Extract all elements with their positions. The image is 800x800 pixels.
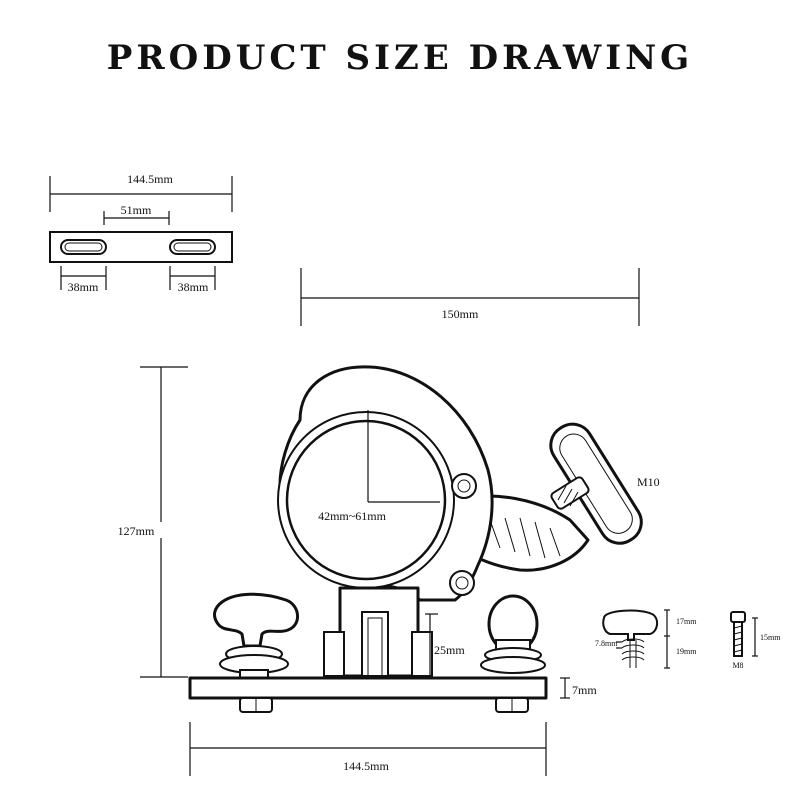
- post-height-label: 25mm: [434, 643, 465, 657]
- bolt-label: M10: [637, 475, 660, 489]
- plate-slot-left: [60, 239, 107, 255]
- base-width-label: 144.5mm: [343, 759, 389, 773]
- mounting-plate: 144.5mm 51mm 38mm 38mm: [49, 172, 233, 294]
- slot-left-label: 38mm: [68, 280, 99, 294]
- slot-spacing-label: 51mm: [121, 203, 152, 217]
- clamp-ring-inner: [285, 419, 447, 581]
- plate-width-label: 144.5mm: [127, 172, 173, 186]
- plate-slot-right: [169, 239, 216, 255]
- height-label: 127mm: [118, 524, 155, 538]
- left-knob: [213, 592, 299, 648]
- screw-detail: 15mm M8: [730, 611, 781, 670]
- m10-bolt: [550, 476, 590, 510]
- knob-detail-head: [602, 609, 658, 641]
- base-plate: [188, 676, 548, 700]
- screw-thread-label: M8: [732, 661, 743, 670]
- knob-top-label: 17mm: [676, 617, 697, 626]
- pivot-screw-bottom: [449, 570, 475, 596]
- overall-width-label: 150mm: [442, 307, 479, 321]
- screw-length-label: 15mm: [760, 633, 781, 642]
- clamp-drawing: M10 42mm~61mm 25mm: [188, 365, 660, 776]
- tube-range-label: 42mm~61mm: [318, 509, 386, 523]
- page-title: PRODUCT SIZE DRAWING: [106, 38, 694, 78]
- height-dimension: 127mm: [118, 366, 188, 678]
- knob-bottom-label: 19mm: [676, 647, 697, 656]
- screw-head: [730, 611, 746, 623]
- knob-thread-label: 7.8mm: [595, 639, 618, 648]
- knob-detail: 7.8mm 17mm 19mm: [595, 609, 697, 669]
- overall-width-dimension: 150mm: [300, 268, 640, 326]
- base-thickness-label: 7mm: [572, 683, 597, 697]
- pivot-screw-top: [451, 473, 477, 499]
- slot-right-label: 38mm: [178, 280, 209, 294]
- spring-coil: [489, 517, 561, 559]
